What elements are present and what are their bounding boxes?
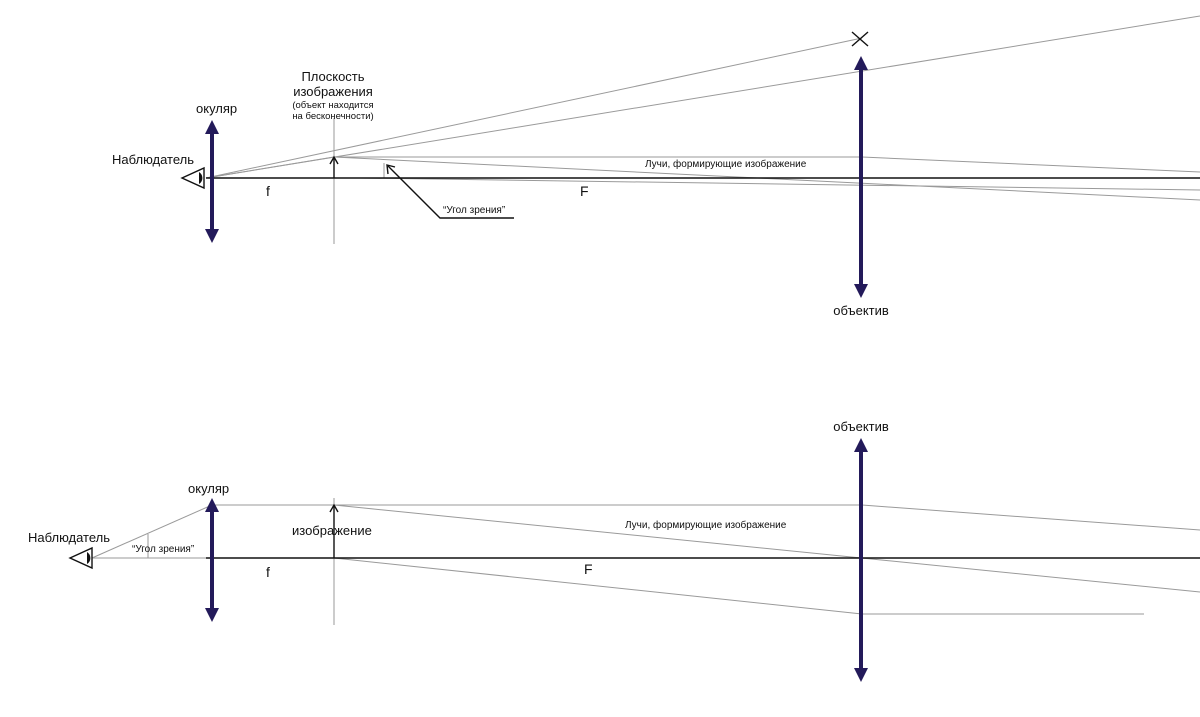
top-image-arrow-head: [329, 155, 339, 165]
top-angle-pointer-head: [386, 164, 396, 175]
bottom-objective-label: объектив: [833, 419, 889, 434]
bottom-ray-eye-upper: [91, 504, 213, 559]
bottom-image-arrow-head: [329, 503, 339, 513]
bottom-eyepiece-label: окуляр: [188, 481, 229, 496]
top-rays-label: Лучи, формирующие изображение: [645, 158, 807, 170]
top-image-plane-title-2: изображения: [293, 84, 373, 99]
top-ray-image-upper-ext: [861, 156, 1200, 173]
top-ray-angle: [205, 156, 335, 179]
bottom-image-label: изображение: [292, 523, 372, 538]
bottom-ray-parallel-upper-ext: [861, 504, 1200, 531]
top-ray-upper: [205, 37, 863, 179]
bottom-diagram: Наблюдатель окуляр изображение “Угол зре…: [28, 419, 1200, 682]
top-ray-image-lower-2: [359, 177, 1200, 191]
bottom-observer-label: Наблюдатель: [28, 530, 110, 545]
bottom-objective-lens: [854, 438, 868, 682]
top-eye-icon: [180, 166, 205, 190]
top-f-label: f: [266, 183, 270, 199]
top-F-label: F: [580, 183, 589, 199]
bottom-angle-label: “Угол зрения”: [132, 544, 194, 555]
top-objective-lens: [854, 56, 868, 298]
bottom-eye-icon: [68, 546, 93, 570]
bottom-f-label: f: [266, 564, 270, 580]
top-angle-label: “Угол зрения”: [443, 205, 505, 216]
bottom-ray-lower: [333, 557, 863, 615]
top-observer-label: Наблюдатель: [112, 152, 194, 167]
top-ray-upper-far: [205, 15, 1200, 179]
top-diagram: Наблюдатель окуляр Плоскость изображения…: [112, 15, 1200, 318]
bottom-rays-label: Лучи, формирующие изображение: [625, 519, 787, 531]
top-image-plane-note-2: на бесконечности): [292, 111, 373, 122]
top-eyepiece-lens: [205, 120, 219, 243]
top-angle-pointer: [387, 165, 514, 219]
bottom-F-label: F: [584, 561, 593, 577]
bottom-eyepiece-lens: [205, 498, 219, 622]
bottom-ray-cross: [333, 504, 1200, 593]
top-image-plane-note-1: (объект находится: [292, 100, 373, 111]
top-cross-icon: [851, 31, 869, 47]
top-objective-label: объектив: [833, 303, 889, 318]
top-image-plane-title-1: Плоскость: [301, 69, 364, 84]
top-eyepiece-label: окуляр: [196, 101, 237, 116]
